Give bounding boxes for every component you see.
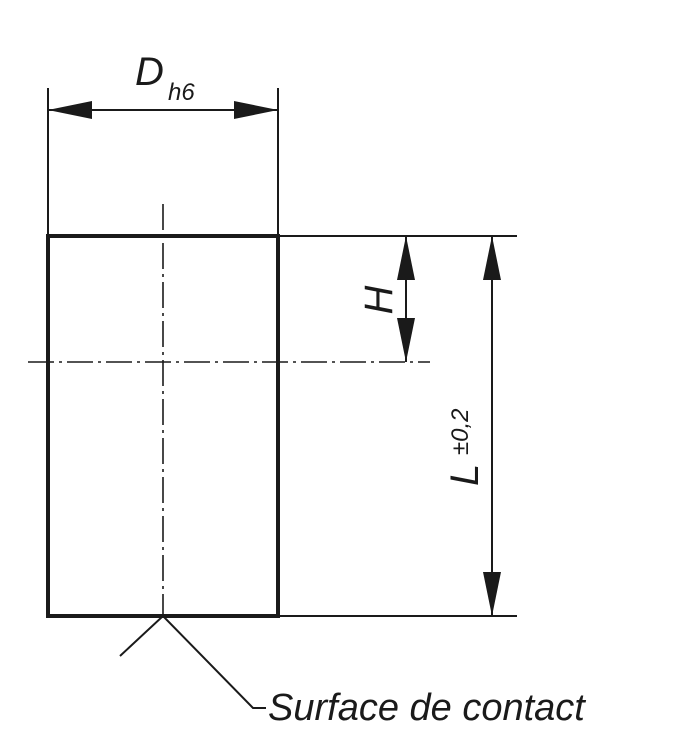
length-label: L <box>443 464 487 486</box>
diameter-tolerance-label: h6 <box>168 79 195 106</box>
diameter-arrow-left <box>48 101 92 119</box>
contact-surface-label: Surface de contact <box>268 687 586 729</box>
length-tolerance-label: ±0,2 <box>447 408 474 455</box>
contact-surface-leader <box>119 614 266 709</box>
height-arrow-bottom <box>397 318 415 362</box>
height-arrow-top <box>397 236 415 280</box>
diameter-arrow-right <box>234 101 278 119</box>
length-arrow-bottom <box>483 572 501 616</box>
diameter-label: D <box>135 50 164 94</box>
length-arrow-top <box>483 236 501 280</box>
height-label: H <box>357 285 401 314</box>
